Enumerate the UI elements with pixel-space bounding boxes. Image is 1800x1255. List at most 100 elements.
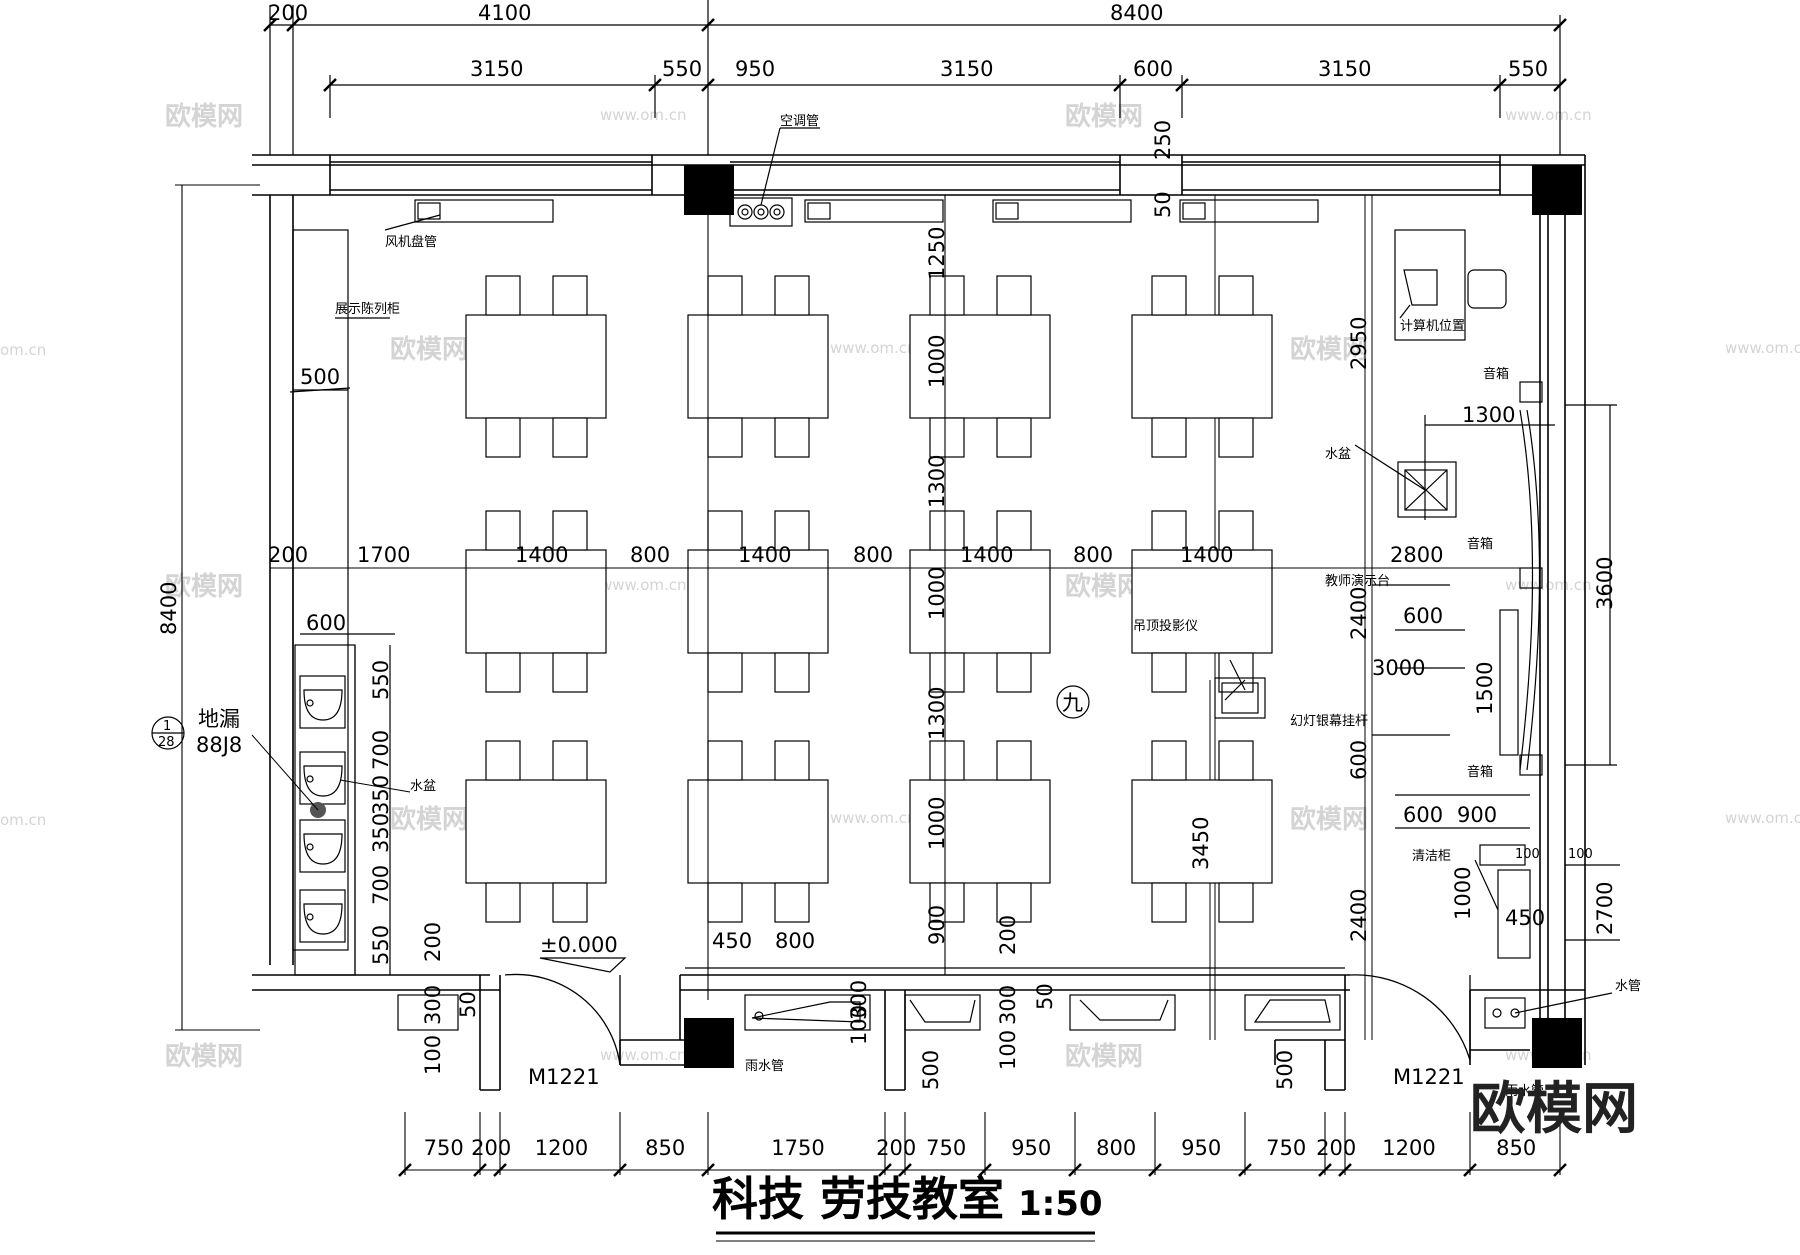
dim-top-detail: 3150	[940, 57, 993, 81]
chair	[552, 652, 588, 693]
level-marker: ±0.000	[540, 933, 618, 957]
chair	[552, 740, 588, 781]
dimension-tick	[1338, 1163, 1352, 1177]
structural-column	[684, 165, 734, 215]
watermark-url: om.cn	[0, 341, 46, 359]
dim-b: 300	[996, 985, 1020, 1025]
dimension-tick	[1068, 1163, 1082, 1177]
chair	[707, 417, 743, 458]
room-number: 九	[1062, 691, 1083, 715]
watermark-url: www.om.cn	[1505, 106, 1592, 124]
dim-mid: 2800	[1390, 543, 1443, 567]
chair	[707, 740, 743, 781]
overall-height-dimension	[175, 184, 260, 1031]
dim-top-detail: 550	[662, 57, 702, 81]
dim-b: 100	[996, 1030, 1020, 1070]
chair	[996, 510, 1032, 551]
chair	[1218, 740, 1254, 781]
chair	[1151, 652, 1187, 693]
chair	[707, 652, 743, 693]
dim-sink: 550	[369, 660, 393, 700]
dim-b: 300	[847, 980, 871, 1020]
dim-r: 100	[1568, 847, 1593, 862]
dim-r: 600	[1403, 604, 1443, 628]
label-speaker: 音箱	[1467, 764, 1493, 780]
dimension-tick	[398, 1163, 412, 1177]
chair	[1151, 275, 1187, 316]
dim-mid: 800	[1073, 543, 1113, 567]
dim-mid: 1400	[738, 543, 791, 567]
watermark-url: www.om.cn	[600, 576, 687, 594]
fan-coil-units	[414, 199, 1319, 223]
teacher-basin-icon	[1354, 444, 1457, 518]
dim-bottom: 1750	[771, 1136, 824, 1160]
chair	[929, 275, 965, 316]
label-basin-left: 水盆	[410, 779, 436, 794]
dim-col: 1300	[925, 455, 949, 508]
display-cabinet	[289, 214, 441, 951]
dim-sink: 550	[369, 925, 393, 965]
detail-sheet: 28	[158, 735, 175, 750]
chair	[707, 882, 743, 923]
chair	[774, 740, 810, 781]
watermark-url: www.om.cn	[1725, 809, 1800, 827]
dim-bottom: 950	[1181, 1136, 1221, 1160]
chair	[774, 652, 810, 693]
chair	[774, 882, 810, 923]
dim-sink: 350	[369, 775, 393, 815]
dim-mid: 800	[853, 543, 893, 567]
dim-r: 100	[1515, 847, 1540, 862]
chair	[1151, 510, 1187, 551]
dimension-tick	[493, 1163, 507, 1177]
dim-b: 200	[996, 915, 1020, 955]
projector-icon	[1214, 659, 1266, 719]
watermark-text: 欧模网	[1290, 804, 1368, 835]
desk	[465, 779, 607, 884]
watermark-url: www.om.cn	[830, 809, 917, 827]
chair	[552, 275, 588, 316]
watermark-text: 欧模网	[1065, 571, 1143, 602]
label-computer: 计算机位置	[1400, 319, 1465, 334]
desk	[909, 314, 1051, 419]
label-water-pipe: 水管	[1615, 979, 1641, 994]
desk	[687, 779, 829, 884]
dimension-tick	[1553, 1163, 1567, 1177]
dim-bottom: 750	[926, 1136, 966, 1160]
bottom-dimensions	[398, 1112, 1567, 1177]
level-triangle-icon	[539, 957, 627, 973]
dim-b: 800	[775, 929, 815, 953]
dim-bottom: 800	[1096, 1136, 1136, 1160]
desk	[909, 779, 1051, 884]
chair	[996, 882, 1032, 923]
dim-col: 1250	[925, 227, 949, 280]
chair	[485, 652, 521, 693]
dim-bottom: 200	[876, 1136, 916, 1160]
top-dimension-ticks	[263, 18, 1567, 92]
dim-col: 1300	[925, 687, 949, 740]
detail-callout-icon	[151, 716, 185, 750]
chair	[1218, 275, 1254, 316]
dim-bottom: 750	[424, 1136, 464, 1160]
dim-r: 450	[1505, 906, 1545, 930]
label-projector: 吊顶投影仪	[1133, 618, 1198, 634]
chair	[774, 417, 810, 458]
label-speaker: 音箱	[1467, 536, 1493, 552]
dim-b: 300	[421, 985, 445, 1025]
dim-r: 3000	[1372, 656, 1425, 680]
dim-r: 2400	[1347, 889, 1371, 942]
label-ac-pipe: 空调管	[780, 114, 819, 129]
watermark-url: www.om.cn	[830, 339, 917, 357]
computer-station	[1394, 229, 1507, 341]
chair	[1218, 882, 1254, 923]
dim-col: 900	[925, 905, 949, 945]
chair	[485, 510, 521, 551]
structural-column	[1532, 165, 1582, 215]
dim-top-detail: 3150	[470, 57, 523, 81]
dim-col: 1000	[925, 335, 949, 388]
room-number-circle	[1056, 685, 1090, 719]
desk	[687, 549, 829, 654]
leader-lines	[251, 734, 411, 811]
desk	[465, 314, 607, 419]
dimension-tick	[473, 1163, 487, 1177]
watermark-layer: 欧模网 www.om.cn 欧模网 www.om.cn om.cn 欧模网 ww…	[0, 101, 1800, 1072]
